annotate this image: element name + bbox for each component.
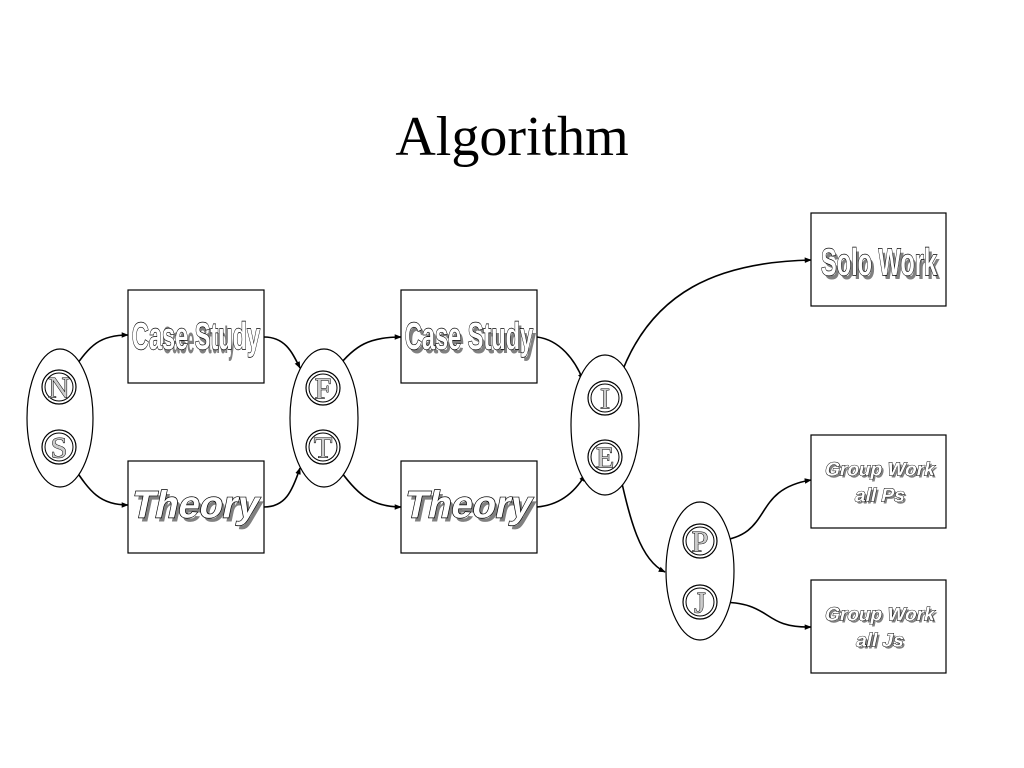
case-study-1-shadow: Case Study	[162, 318, 235, 361]
j-node: J	[682, 584, 718, 620]
group-work-ps-line2-shadow: all Ps	[855, 488, 909, 509]
group-work-ps-box: Group Work Group Work all Ps all Ps	[810, 434, 947, 529]
connector-case-study-1-to-ft	[263, 336, 301, 369]
theory-1-shadow: Theory	[131, 488, 267, 531]
n-node: N	[41, 369, 77, 405]
p-label: P	[692, 526, 709, 559]
solo-work-box: Solo Work Solo Work	[810, 212, 947, 307]
theory-box-2: Theory Theory	[400, 460, 540, 554]
f-label: F	[315, 373, 332, 406]
group-ft: F T	[289, 348, 359, 488]
t-node: T	[305, 429, 341, 465]
group-work-js-line2: all Js	[854, 631, 906, 652]
theory-2-label: Theory	[401, 484, 537, 527]
theory-1-label: Theory	[128, 484, 264, 527]
group-work-ps-line1: Group Work	[823, 460, 937, 481]
theory-box-1: Theory Theory	[127, 460, 267, 554]
connector-case-study-2-to-ie	[536, 336, 584, 381]
group-ns: N S	[26, 348, 94, 488]
n-label: N	[48, 372, 70, 405]
group-work-js-line1-shadow: Group Work	[825, 607, 939, 628]
solo-work-shadow: Solo Work	[824, 244, 940, 287]
ft-oval	[289, 348, 359, 488]
t-label: T	[314, 432, 332, 465]
connector-theory-2-to-ie	[536, 474, 586, 508]
case-study-box-2: Case Study Case Study	[400, 289, 538, 384]
case-study-2-shadow: Case Study	[408, 318, 537, 361]
connector-e-to-pj	[618, 469, 666, 573]
case-study-1-label: Case Study	[132, 314, 261, 357]
e-node: E	[587, 439, 623, 475]
e-label: E	[596, 442, 614, 475]
slide-title: Algorithm	[395, 106, 628, 168]
case-study-box-1: Case Study Case Study	[127, 289, 265, 384]
connector-i-to-solo-work	[618, 257, 812, 381]
connector-j-to-group-js	[717, 601, 812, 630]
solo-work-label: Solo Work	[821, 240, 937, 283]
group-ie: I E	[570, 354, 640, 496]
f-node: F	[305, 370, 341, 406]
group-work-js-line1: Group Work	[823, 605, 937, 626]
connector-ft-to-theory-2	[336, 465, 402, 510]
group-work-js-line2-shadow: all Js	[856, 633, 908, 654]
i-label: I	[600, 383, 610, 416]
group-work-ps-line1-shadow: Group Work	[825, 462, 939, 483]
connector-p-to-group-ps	[717, 478, 812, 542]
group-work-ps-line2: all Ps	[853, 486, 907, 507]
p-node: P	[682, 523, 718, 559]
j-label: J	[694, 587, 706, 620]
theory-2-shadow: Theory	[404, 488, 540, 531]
s-label: S	[51, 432, 68, 465]
connector-ft-to-case-study-2	[336, 334, 402, 369]
i-node: I	[587, 380, 623, 416]
group-work-js-box: Group Work Group Work all Js all Js	[810, 579, 947, 674]
s-node: S	[41, 429, 77, 465]
case-study-2-label: Case Study	[405, 314, 534, 357]
group-pj: P J	[665, 501, 735, 641]
connector-theory-1-to-ft	[263, 467, 301, 508]
